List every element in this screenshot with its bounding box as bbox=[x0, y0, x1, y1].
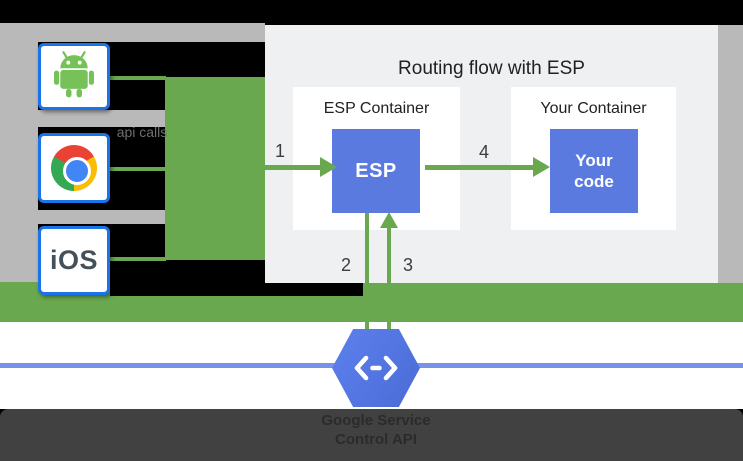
ios-client-box: iOS bbox=[38, 226, 110, 295]
chrome-logo-icon bbox=[51, 145, 97, 191]
arrow-1-head-icon bbox=[320, 157, 337, 177]
service-control-label: Google Service Control API bbox=[276, 411, 476, 449]
ingress-green-bar bbox=[165, 77, 265, 260]
bottom-green-bar bbox=[0, 296, 743, 322]
bottom-dark-band: Google Service Control API bbox=[0, 409, 743, 461]
your-code-label: Your code bbox=[574, 151, 614, 191]
arrow-4-head-icon bbox=[533, 157, 550, 177]
rail-left-margin bbox=[0, 42, 38, 282]
arrow-2-line bbox=[365, 213, 369, 331]
routing-flow-panel: Routing flow with ESP ESP Container ESP … bbox=[265, 25, 718, 283]
cloud-endpoints-hexagon-icon bbox=[332, 329, 420, 407]
esp-container-label: ESP Container bbox=[323, 100, 430, 117]
bottom-green-right-block bbox=[363, 283, 743, 298]
service-control-label-line2: Control API bbox=[335, 431, 417, 448]
android-connector-line bbox=[108, 76, 166, 80]
ios-label: iOS bbox=[49, 245, 98, 275]
your-container-box: Your Container Your code bbox=[511, 87, 676, 230]
rail-top-band bbox=[0, 23, 265, 42]
rail-gap-band-2 bbox=[0, 210, 166, 224]
chrome-client-box bbox=[38, 133, 110, 203]
your-code-box: Your code bbox=[550, 129, 638, 213]
service-control-label-line1: Google Service bbox=[321, 412, 431, 429]
step-3-label: 3 bbox=[402, 255, 413, 275]
rail-right-strip bbox=[718, 25, 743, 283]
step-2-label: 2 bbox=[340, 255, 351, 275]
api-calls-label: api calls bbox=[116, 124, 168, 140]
ios-connector-line bbox=[108, 257, 166, 261]
step-1-label: 1 bbox=[274, 141, 285, 161]
rail-gap-band-1 bbox=[0, 110, 166, 127]
arrow-4-line bbox=[425, 165, 535, 170]
your-container-label: Your Container bbox=[540, 100, 647, 117]
arrow-3-line bbox=[387, 228, 391, 331]
arrow-1-line bbox=[265, 165, 323, 170]
chrome-connector-line bbox=[108, 167, 166, 171]
android-client-box bbox=[38, 43, 110, 110]
esp-container-box: ESP Container ESP bbox=[293, 87, 460, 230]
arrow-3-head-icon bbox=[380, 212, 398, 228]
panel-title: Routing flow with ESP bbox=[398, 58, 585, 79]
esp-box: ESP bbox=[332, 129, 420, 213]
android-robot-icon bbox=[51, 50, 97, 103]
step-4-label: 4 bbox=[478, 142, 489, 162]
